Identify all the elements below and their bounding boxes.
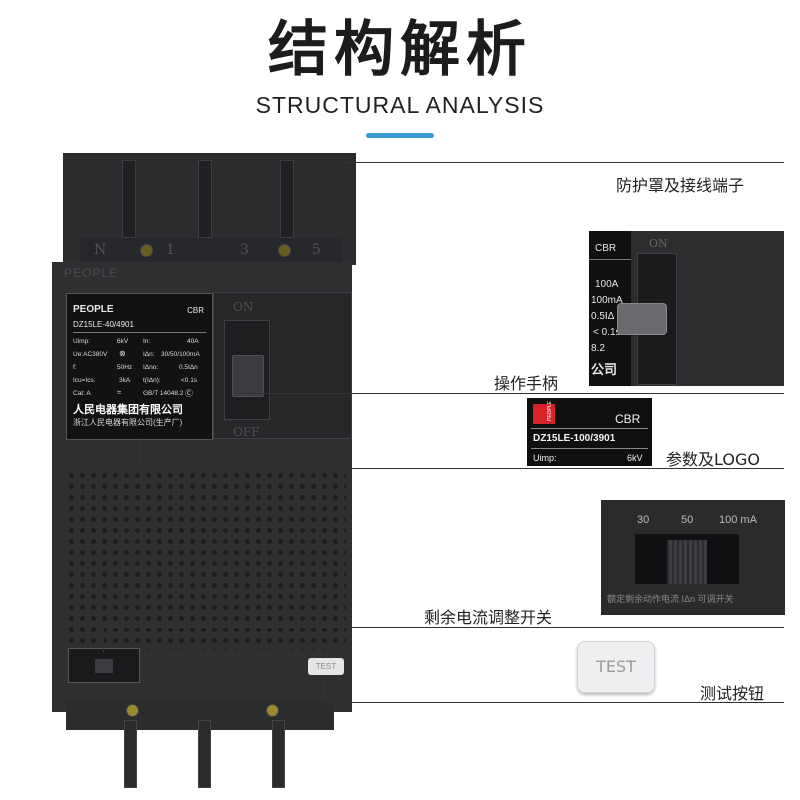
cover-ridge [198,160,212,238]
label-cell: Cat: A [73,390,91,397]
leakage-switch-closeup-image: 30 50 100 mA 额定剩余动作电流 IΔn 可调开关 [601,500,785,615]
test-button-closeup-image: TEST [573,631,661,699]
handle-closeup-image: CBR 100A 100mA 0.5IΔ < 0.1s 8.2 公司 ON [589,231,784,386]
terminal-leg [198,720,211,788]
callout-params-logo: 参数及LOGO [666,450,760,469]
leader-line [103,627,784,628]
leakage-adjust-switch[interactable] [68,648,140,683]
callout-handle: 操作手柄 [494,374,559,393]
closeup-on-marking: ON [649,237,668,250]
terminal-label: 3 [240,242,249,258]
off-marking: OFF [233,425,260,439]
terminal-leg [272,720,285,788]
label-cell: 6kV [117,338,129,345]
leader-line [324,702,784,703]
logo-uimp-value: 6kV [627,453,643,463]
label-cell: GB/T 14048.2 [143,390,184,397]
closeup-text: < 0.1s [593,327,621,338]
leakage-setting: 30 [637,514,650,526]
leakage-setting: 100 mA [719,514,757,526]
leader-line [244,393,784,394]
cover-ridge [280,160,294,238]
terminal-screw-icon [266,704,279,717]
logo-closeup-image: PEOPLE CBR DZ15LE-100/3901 Uimp: 6kV [527,398,652,466]
label-cell: <0.1s [181,377,198,384]
label-cell: f: [73,364,77,371]
ccc-mark-icon: Ⓒ [185,389,193,398]
leakage-caption: 额定剩余动作电流 IΔn 可调开关 [607,594,734,604]
closeup-text: 8.2 [591,343,605,354]
label-company: 人民电器集团有限公司 [73,404,183,416]
on-marking: ON [233,300,254,314]
leakage-slider[interactable] [95,659,113,673]
closeup-text: CBR [595,243,617,254]
label-cell: 50Hz [117,364,133,371]
label-cell: IΔno: [143,364,159,371]
leader-line [103,627,104,653]
logo-brand-small: PEOPLE [547,400,554,422]
page-title: 结构解析 [268,15,532,85]
title-accent-bar [366,133,434,138]
closeup-handle-knob [617,303,667,335]
people-logo-icon [533,404,555,424]
brand-emboss: PEOPLE [64,266,119,280]
lamp-symbol-icon: ⊗ [119,349,126,358]
terminal-screw-icon [278,244,291,257]
label-cell: 30/50/100mA [161,351,200,358]
cover-ridge [122,160,136,238]
label-cell: 40A [187,338,199,345]
terminal-label: N [94,242,107,258]
label-cell: IΔn: [143,351,155,358]
leader-line [139,468,784,469]
label-cell: 0.5IΔn [179,364,198,371]
logo-divider [531,448,648,449]
leakage-setting: 50 [681,514,694,526]
leader-line [139,438,140,468]
closeup-divider [589,259,631,260]
operating-handle[interactable] [232,355,264,397]
vent-holes [66,470,346,650]
closeup-text: 100A [595,279,619,290]
logo-model: DZ15LE-100/3901 [533,433,616,444]
callout-test-button: 测试按钮 [700,684,765,703]
parameter-label-plate: PEOPLE CBR DZ15LE-40/4901 Uimp: 6kV In: … [66,293,213,440]
label-cell: Uimp: [73,338,90,345]
callout-cover-terminals: 防护罩及接线端子 [616,176,745,195]
leader-line [324,676,325,702]
closeup-text: 公司 [591,362,618,377]
closeup-test-button: TEST [577,641,655,693]
waveform-symbol-icon: ≈ [117,388,122,397]
label-cell: 3kA [119,377,131,384]
label-company-sub: 浙江人民电器有限公司(生产厂) [73,418,183,427]
terminal-row: N 1 3 5 [80,238,342,262]
label-cell: t(IΔn): [143,377,161,384]
label-model: DZ15LE-40/4901 [73,320,134,329]
closeup-text: 100mA [591,295,623,306]
logo-type: CBR [615,412,641,426]
page-subtitle: STRUCTURAL ANALYSIS [255,92,545,118]
logo-uimp-label: Uimp: [533,453,557,463]
terminal-label: 5 [312,242,321,258]
closeup-switch-knob [667,540,707,584]
callout-leakage-switch: 剩余电流调整开关 [424,608,553,627]
terminal-screw-icon [140,244,153,257]
label-brand: PEOPLE [73,304,114,315]
terminal-label: 1 [166,242,175,258]
label-cell: Ue:AC380V [73,351,108,358]
logo-divider [531,428,648,429]
terminal-screw-icon [126,704,139,717]
test-button[interactable]: TEST [308,658,344,675]
terminal-leg [124,720,137,788]
leader-line [344,162,784,163]
label-cell: In: [143,338,151,345]
closeup-text: 0.5IΔ [591,311,615,322]
label-type: CBR [187,306,204,315]
label-cell: Icu=Ics: [73,377,96,384]
label-divider [73,332,206,333]
